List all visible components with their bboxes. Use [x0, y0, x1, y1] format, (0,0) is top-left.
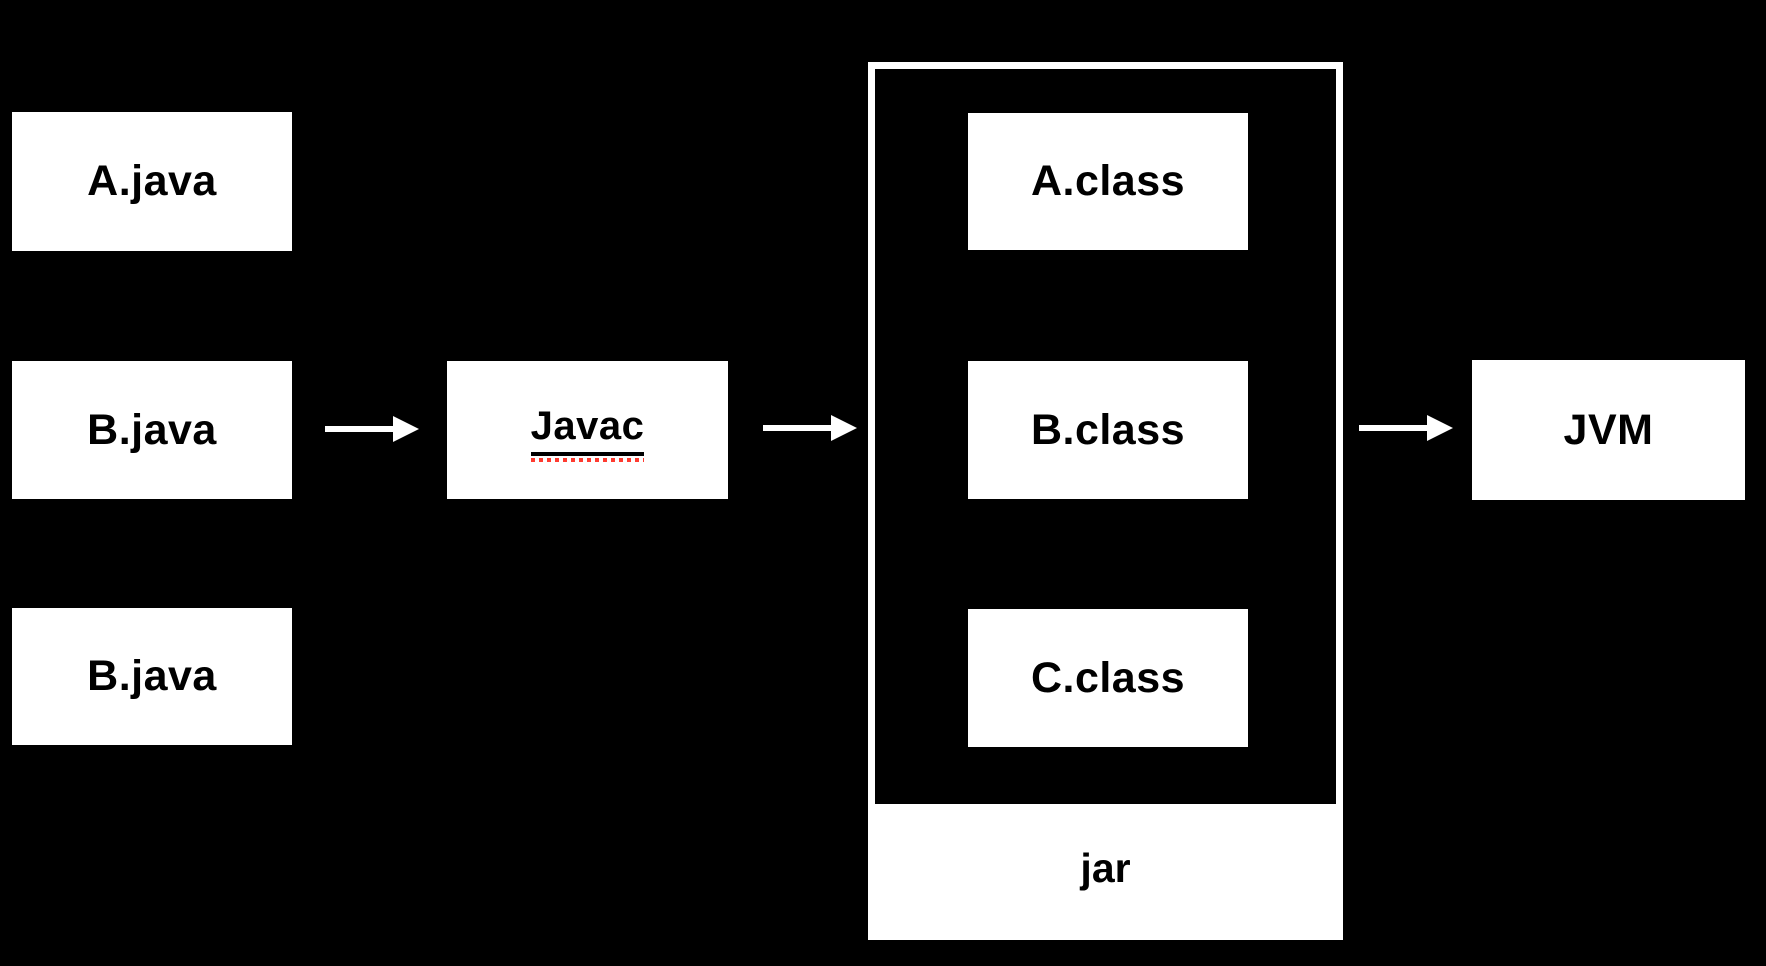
arrow-head-icon — [393, 416, 419, 442]
source-box-a-java: A.java — [12, 112, 292, 251]
jar-label: jar — [1080, 845, 1131, 891]
source-box-a-java-label: A.java — [87, 157, 217, 205]
class-box-c-class-label: C.class — [1030, 653, 1186, 702]
arrow-shaft — [325, 426, 393, 432]
javac-label: Javac — [530, 404, 645, 462]
source-box-b-java: B.java — [12, 361, 292, 499]
source-box-b2-java-label: B.java — [87, 652, 217, 700]
arrow-head-icon — [831, 415, 857, 441]
class-box-b-class: B.class — [968, 361, 1248, 499]
class-box-a-class-label: A.class — [1030, 157, 1186, 205]
arrow-shaft — [1359, 425, 1427, 431]
class-box-a-class: A.class — [968, 113, 1248, 250]
jar-container: A.class B.class C.class jar — [868, 62, 1343, 940]
arrow-jar-to-jvm — [1359, 415, 1453, 441]
source-box-b2-java: B.java — [12, 608, 292, 745]
jvm-label: JVM — [1563, 405, 1654, 454]
jar-footer: jar — [875, 804, 1336, 933]
javac-box: Javac — [447, 361, 728, 499]
jvm-box: JVM — [1472, 360, 1745, 500]
source-box-b-java-label: B.java — [87, 405, 217, 454]
arrow-head-icon — [1427, 415, 1453, 441]
class-box-c-class: C.class — [968, 609, 1248, 747]
class-box-b-class-label: B.class — [1030, 405, 1186, 454]
arrow-shaft — [763, 425, 831, 431]
arrow-source-to-javac — [325, 416, 419, 442]
arrow-javac-to-jar — [763, 415, 857, 441]
